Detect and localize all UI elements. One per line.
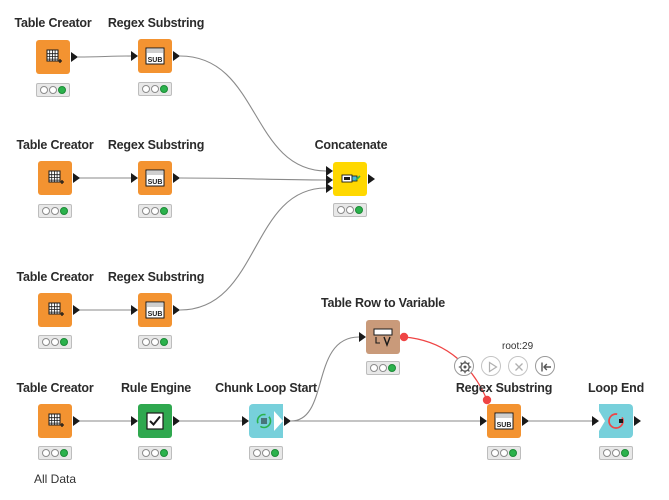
svg-text:SUB: SUB: [148, 179, 163, 186]
output-port[interactable]: [73, 416, 80, 426]
node-title: Table Creator: [16, 381, 94, 395]
table-icon: [48, 302, 64, 316]
configure-button[interactable]: [454, 356, 474, 376]
svg-text:SUB: SUB: [148, 311, 163, 318]
table-icon: [46, 49, 62, 63]
output-port[interactable]: [173, 305, 180, 315]
node-status: [487, 446, 521, 460]
sub-icon: SUB: [145, 47, 165, 65]
row-to-variable-icon: [373, 328, 393, 347]
node-title: Regex Substring: [455, 381, 553, 395]
play-icon: [488, 361, 498, 373]
connection-regex2-concat[interactable]: [179, 177, 327, 181]
table-icon: [48, 413, 64, 427]
node-title: Chunk Loop Start: [215, 381, 317, 395]
node-status: [138, 82, 172, 96]
loop-start-icon: [256, 411, 283, 431]
regex-substring-node[interactable]: SUB: [138, 39, 172, 73]
output-port[interactable]: [173, 173, 180, 183]
node-status: [138, 204, 172, 218]
node-title: Regex Substring: [107, 16, 205, 30]
node-status: [249, 446, 283, 460]
output-port[interactable]: [73, 305, 80, 315]
connection-regex3-concat[interactable]: [179, 187, 327, 311]
output-port[interactable]: [634, 416, 641, 426]
node-title: Regex Substring: [107, 138, 205, 152]
output-port[interactable]: [368, 174, 375, 184]
node-title: Table Creator: [16, 270, 94, 284]
cancel-button[interactable]: [508, 356, 528, 376]
svg-text:SUB: SUB: [497, 422, 512, 429]
node-status: [38, 335, 72, 349]
output-port[interactable]: [173, 51, 180, 61]
table-icon: [48, 170, 64, 184]
loop-end-node[interactable]: [599, 404, 633, 438]
node-status: [38, 446, 72, 460]
table-creator-node[interactable]: [36, 40, 70, 74]
connection-tc1-regex1[interactable]: [77, 55, 132, 58]
sub-icon: SUB: [145, 169, 165, 187]
node-status: [599, 446, 633, 460]
concatenate-node[interactable]: [333, 162, 367, 196]
concatenate-icon: [341, 174, 361, 183]
table-creator-node[interactable]: [38, 404, 72, 438]
node-status: [36, 83, 70, 97]
output-port[interactable]: [73, 173, 80, 183]
node-title: Table Row to Variable: [320, 296, 446, 310]
loop-end-icon: [599, 411, 624, 431]
node-title: Concatenate: [314, 138, 388, 152]
sub-icon: SUB: [145, 301, 165, 319]
variable-out-port[interactable]: [399, 332, 409, 342]
node-status: [38, 204, 72, 218]
node-title: Regex Substring: [107, 270, 205, 284]
gear-icon: [458, 360, 472, 374]
table-creator-node[interactable]: [38, 161, 72, 195]
reset-button[interactable]: [535, 356, 555, 376]
table-creator-node[interactable]: [38, 293, 72, 327]
regex-substring-node[interactable]: SUB: [487, 404, 521, 438]
node-annotation[interactable]: All Data: [33, 472, 77, 486]
regex-substring-node[interactable]: SUB: [138, 293, 172, 327]
node-title: Rule Engine: [120, 381, 192, 395]
node-status: [138, 446, 172, 460]
output-port[interactable]: [284, 416, 291, 426]
chunk-loop-start-node[interactable]: [249, 404, 283, 438]
node-status: [366, 361, 400, 375]
connection-chunkstart-rowvar[interactable]: [290, 336, 360, 422]
cancel-icon: [515, 363, 523, 371]
output-port[interactable]: [522, 416, 529, 426]
node-title: Loop End: [587, 381, 645, 395]
variable-in-port[interactable]: [482, 395, 492, 405]
rule-engine-node[interactable]: [138, 404, 172, 438]
node-title: Table Creator: [14, 16, 92, 30]
variable-connection-rowvar-regex4[interactable]: [403, 336, 488, 401]
output-port[interactable]: [173, 416, 180, 426]
table-row-to-variable-node[interactable]: [366, 320, 400, 354]
node-id-label: root:29: [502, 341, 534, 352]
execute-button[interactable]: [481, 356, 501, 376]
node-status: [333, 203, 367, 217]
node-title: Table Creator: [16, 138, 94, 152]
sub-icon: SUB: [494, 412, 514, 430]
output-port[interactable]: [71, 52, 78, 62]
rule-icon: [146, 412, 164, 430]
regex-substring-node[interactable]: SUB: [138, 161, 172, 195]
svg-text:SUB: SUB: [148, 57, 163, 64]
connection-regex1-concat[interactable]: [179, 55, 327, 172]
node-status: [138, 335, 172, 349]
reset-icon: [541, 362, 551, 372]
